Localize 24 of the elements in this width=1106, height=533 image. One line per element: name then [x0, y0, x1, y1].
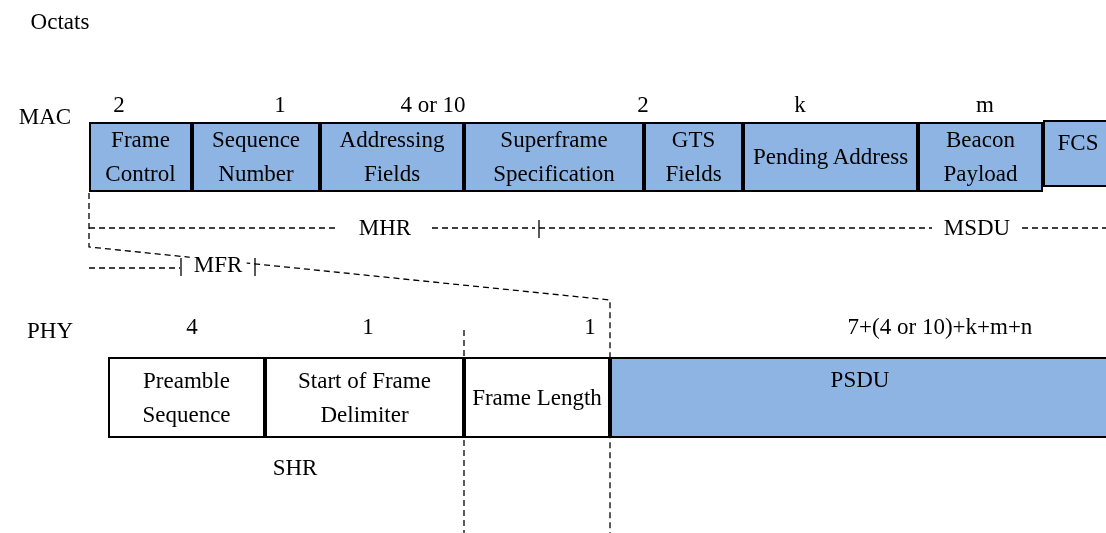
field-box — [1043, 120, 1106, 187]
field-name: Preamble Sequence — [141, 366, 232, 429]
field-box — [108, 357, 265, 438]
field-name: Frame Control — [104, 126, 177, 188]
field-name: Superframe Specification — [492, 126, 616, 188]
field-name: GTS Fields — [664, 126, 723, 188]
field-box — [644, 122, 743, 192]
field-box — [464, 122, 644, 192]
field-name: Addressing Fields — [338, 126, 446, 188]
field-name: Sequence Number — [210, 126, 302, 188]
field-box — [610, 357, 1106, 438]
field-box — [743, 122, 918, 192]
field-name: FCS — [1056, 129, 1100, 157]
field-box — [89, 122, 192, 192]
field-name: Frame Length — [471, 383, 603, 412]
field-box — [464, 357, 610, 438]
field-box — [192, 122, 320, 192]
field-box — [918, 122, 1043, 192]
field-box — [265, 357, 464, 438]
field-name: Start of Frame Delimiter — [297, 366, 432, 429]
field-name: PSDU — [829, 366, 891, 394]
field-name: Beacon Payload — [942, 126, 1019, 188]
field-box — [320, 122, 464, 192]
field-name: Pending Address — [751, 143, 910, 171]
